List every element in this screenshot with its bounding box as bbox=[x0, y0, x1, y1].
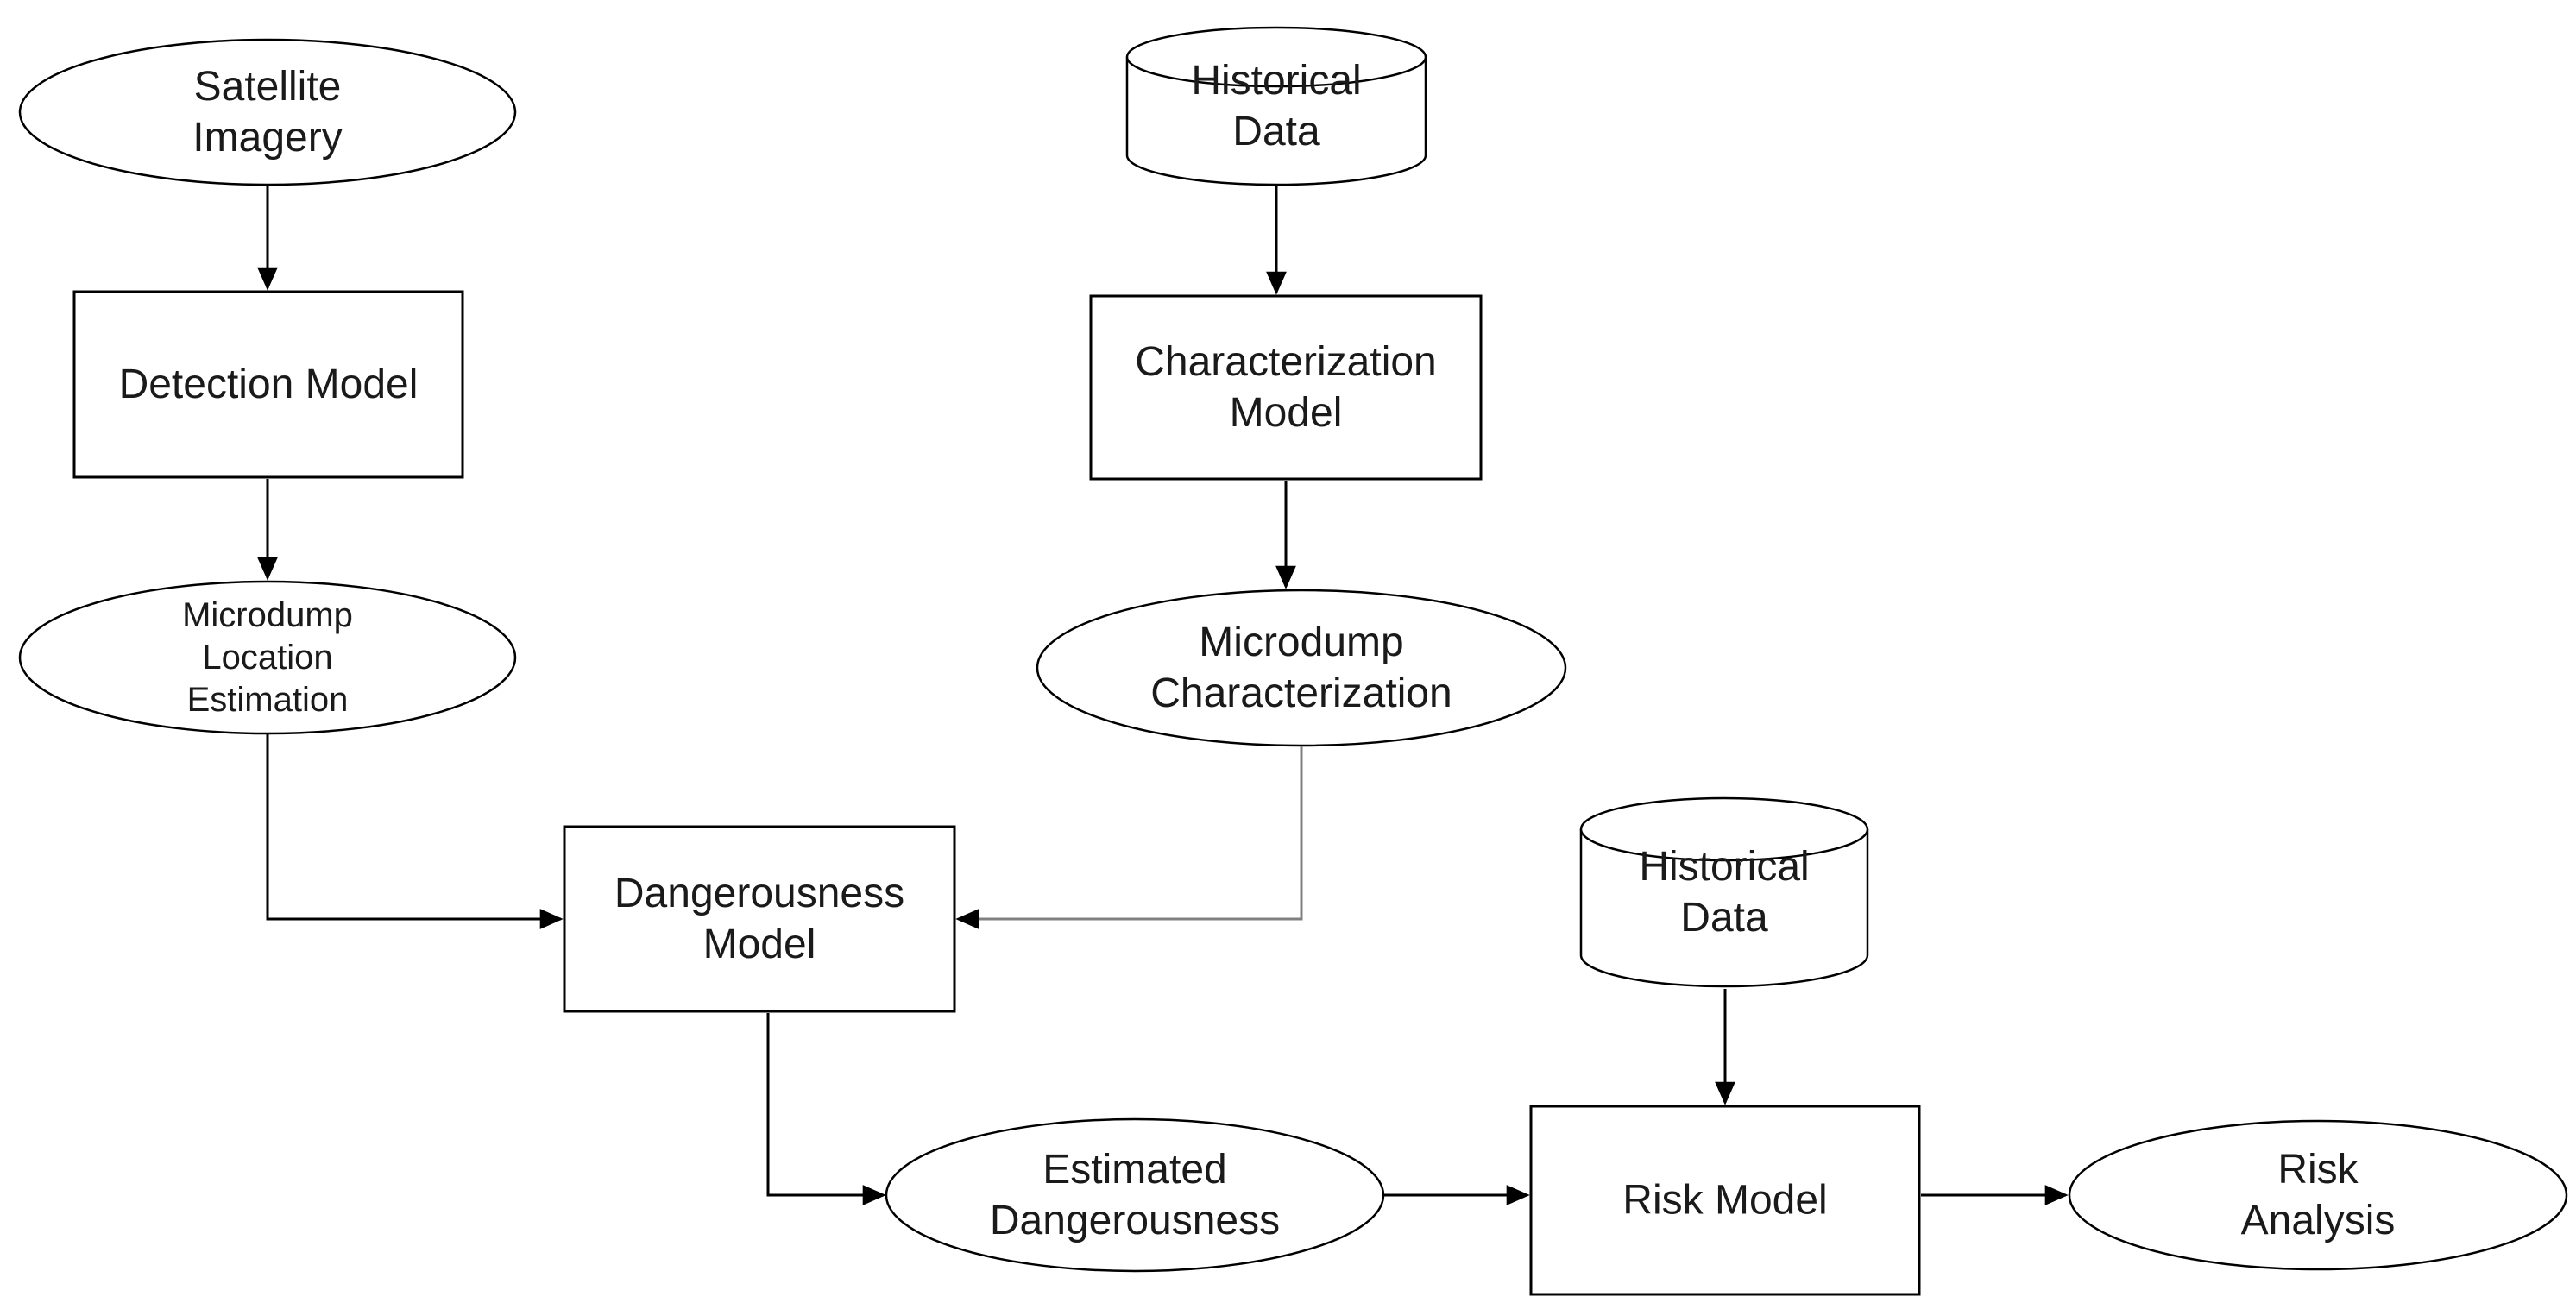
historical-data-2-label: Data bbox=[1680, 895, 1768, 941]
risk-model-label: Risk Model bbox=[1622, 1178, 1827, 1224]
characterization-model-label: Characterization bbox=[1135, 339, 1437, 385]
historical-data-1-cylinder-body bbox=[1125, 57, 1427, 186]
historical-data-1-label: Data bbox=[1232, 109, 1320, 154]
detection-model: Detection Model bbox=[72, 290, 464, 479]
estimated-dangerousness-ellipse bbox=[885, 1117, 1385, 1273]
detection-model-box bbox=[72, 290, 464, 479]
microdump-characterization-label: Characterization bbox=[1150, 670, 1452, 716]
dangerousness-model-box bbox=[563, 825, 956, 1013]
estimated-dangerousness-label: Estimated bbox=[1042, 1147, 1226, 1193]
risk-analysis-ellipse bbox=[2068, 1119, 2568, 1271]
risk-model-box bbox=[1529, 1105, 1921, 1296]
estimated-dangerousness-label: Dangerousness bbox=[990, 1198, 1280, 1243]
characterization-model-box bbox=[1089, 294, 1483, 481]
risk-analysis-label: Risk bbox=[2277, 1147, 2359, 1193]
historical-data-2-label: Historical bbox=[1639, 844, 1809, 890]
satellite-imagery-ellipse bbox=[18, 38, 517, 186]
historical-data-1-label: Historical bbox=[1191, 58, 1361, 104]
dangerousness-model-label: Dangerousness bbox=[614, 871, 904, 916]
satellite-imagery-label: Satellite bbox=[194, 64, 342, 110]
microdump-characterization-label: Microdump bbox=[1199, 620, 1403, 665]
microdump-char-to-dangerousness-arrow bbox=[955, 746, 1303, 929]
detection-model-label: Detection Model bbox=[119, 362, 419, 407]
historical-data-1-cylinder-top bbox=[1125, 26, 1427, 88]
microdump-location-estimation-ellipse bbox=[18, 580, 517, 735]
dangerousness-model-label: Model bbox=[703, 922, 816, 967]
characterization-model-label: Model bbox=[1230, 390, 1343, 436]
satellite-imagery-label: Imagery bbox=[192, 115, 342, 161]
risk-model: Risk Model bbox=[1529, 1105, 1921, 1296]
dangerousness-to-estimated-arrow bbox=[766, 1013, 886, 1205]
microdump-location-estimation-label: Microdump bbox=[182, 596, 353, 634]
location-to-dangerousness-arrow bbox=[266, 734, 564, 929]
historical-data-2-cylinder-top bbox=[1579, 796, 1869, 862]
microdump-location-estimation-label: Estimation bbox=[187, 681, 349, 719]
risk-analysis-label: Analysis bbox=[2241, 1198, 2396, 1243]
historical-data-2-cylinder-body bbox=[1579, 829, 1869, 988]
microdump-characterization-ellipse bbox=[1036, 589, 1567, 747]
microdump-location-estimation-label: Location bbox=[202, 639, 332, 677]
